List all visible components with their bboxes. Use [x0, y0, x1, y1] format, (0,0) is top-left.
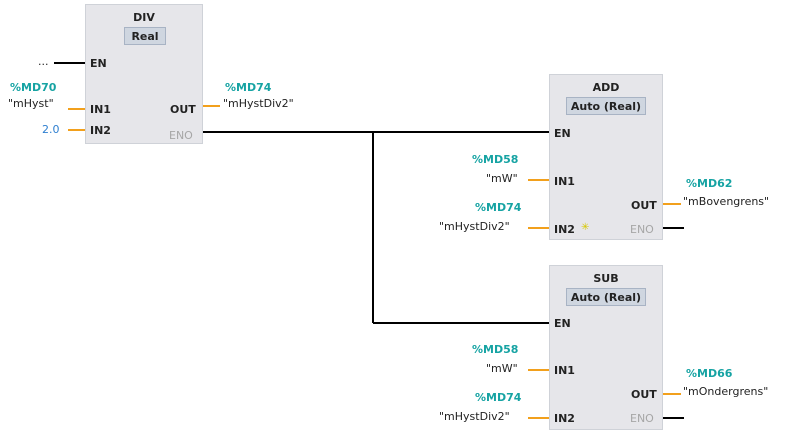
- div-out-pin: OUT: [170, 103, 196, 116]
- div-out-address[interactable]: %MD74: [225, 81, 272, 94]
- add-in1-pin: IN1: [554, 175, 575, 188]
- sub-in2-pin: IN2: [554, 412, 575, 425]
- add-en-pin: EN: [554, 127, 571, 140]
- add-in2-symbol[interactable]: "mHystDiv2": [439, 220, 510, 233]
- sub-in2-symbol[interactable]: "mHystDiv2": [439, 410, 510, 423]
- add-out-address[interactable]: %MD62: [686, 177, 733, 190]
- div-in1-symbol[interactable]: "mHyst": [8, 97, 54, 110]
- add-title: ADD: [592, 81, 620, 94]
- sub-title: SUB: [593, 272, 619, 285]
- sub-in1-pin: IN1: [554, 364, 575, 377]
- add-out-symbol[interactable]: "mBovengrens": [683, 195, 770, 208]
- sub-type-selector[interactable]: Auto (Real): [566, 288, 646, 306]
- sub-eno-pin: ENO: [630, 412, 654, 425]
- add-in1-symbol[interactable]: "mW": [486, 172, 518, 185]
- sub-instruction-box[interactable]: SUB Auto (Real) EN IN1 IN2 OUT ENO: [549, 265, 663, 430]
- add-type-selector[interactable]: Auto (Real): [566, 97, 646, 115]
- sub-out-pin: OUT: [631, 388, 657, 401]
- div-en-source[interactable]: ...: [38, 55, 49, 68]
- add-in2-address[interactable]: %MD74: [475, 201, 522, 214]
- sub-in1-address[interactable]: %MD58: [472, 343, 519, 356]
- div-eno-pin: ENO: [169, 129, 193, 142]
- div-out-symbol[interactable]: "mHystDiv2": [223, 97, 294, 110]
- div-in1-pin: IN1: [90, 103, 111, 116]
- div-type-selector[interactable]: Real: [124, 27, 166, 45]
- div-in1-address[interactable]: %MD70: [10, 81, 57, 94]
- add-in2-pin: IN2: [554, 223, 575, 236]
- div-en-pin: EN: [90, 57, 107, 70]
- add-out-pin: OUT: [631, 199, 657, 212]
- sub-en-pin: EN: [554, 317, 571, 330]
- sub-out-address[interactable]: %MD66: [686, 367, 733, 380]
- div-in2-pin: IN2: [90, 124, 111, 137]
- add-in1-address[interactable]: %MD58: [472, 153, 519, 166]
- edit-marker-icon: ✳: [581, 222, 590, 233]
- div-title: DIV: [133, 11, 155, 24]
- add-eno-pin: ENO: [630, 223, 654, 236]
- div-instruction-box[interactable]: DIV Real EN IN1 IN2 OUT ENO: [85, 4, 203, 144]
- sub-in2-address[interactable]: %MD74: [475, 391, 522, 404]
- div-in2-literal[interactable]: 2.0: [42, 123, 60, 136]
- sub-in1-symbol[interactable]: "mW": [486, 362, 518, 375]
- add-instruction-box[interactable]: ADD Auto (Real) EN IN1 IN2 OUT ENO: [549, 74, 663, 240]
- sub-out-symbol[interactable]: "mOndergrens": [683, 385, 769, 398]
